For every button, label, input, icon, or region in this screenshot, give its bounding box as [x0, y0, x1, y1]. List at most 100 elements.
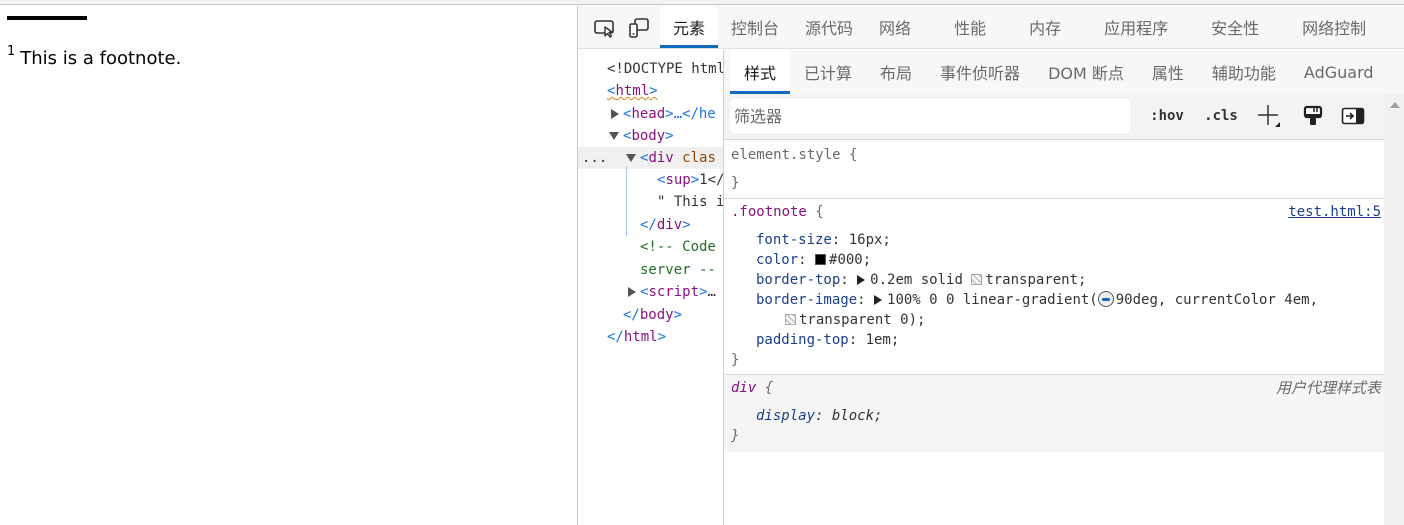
styles-filter-input[interactable]: [730, 99, 1130, 133]
prop-name: padding-top: [756, 332, 849, 348]
expand-shorthand-icon[interactable]: [857, 275, 866, 285]
color-format-button[interactable]: [1298, 102, 1328, 130]
stylesheet-source-link[interactable]: test.html:5: [1288, 204, 1381, 220]
dom-node-doctype[interactable]: <!DOCTYPE html>: [607, 58, 723, 80]
styles-toolbar: :hov .cls: [724, 94, 1384, 140]
styles-scrollbar[interactable]: [1384, 94, 1404, 525]
sidebar-tabbar: 样式 已计算 布局 事件侦听器 DOM 断点 属性 辅助功能 AdGuard: [724, 50, 1404, 94]
expand-shorthand-icon[interactable]: [874, 295, 883, 305]
plus-icon: [1258, 105, 1280, 127]
tab-label: 事件侦听器: [940, 64, 1021, 83]
tab-network-console[interactable]: 网络控制: [1289, 6, 1379, 48]
collapsed-ellipsis: …: [707, 284, 716, 300]
rule-footnote: .footnote { test.html:5 font-size: 16px;…: [724, 199, 1384, 375]
color-swatch-icon[interactable]: [815, 254, 827, 265]
css-declaration[interactable]: border-top: 0.2em solid transparent;: [756, 272, 1087, 288]
class-toggle-button[interactable]: .cls: [1198, 102, 1244, 130]
collapse-triangle-icon[interactable]: [609, 132, 619, 140]
expand-triangle-icon[interactable]: [628, 287, 636, 297]
dom-node-sup[interactable]: <sup>1</: [657, 172, 723, 188]
devtools-panel: 元素 控制台 源代码 网络 性能 内存 应用程序 安全性 网络控制 <!DOCT…: [577, 6, 1404, 525]
color-swatch-icon[interactable]: [785, 314, 796, 325]
footnote-border-rule: [7, 16, 87, 20]
rule-selector-line[interactable]: element.style {: [724, 145, 1384, 165]
subtab-event-listeners[interactable]: 事件侦听器: [926, 50, 1034, 94]
angle-picker-icon[interactable]: [1097, 291, 1114, 307]
tab-console[interactable]: 控制台: [718, 6, 792, 48]
subtab-accessibility[interactable]: 辅助功能: [1198, 50, 1290, 94]
dom-node-div-selected[interactable]: ... <div clas: [578, 147, 723, 169]
toggle-sidebar-button[interactable]: [1338, 102, 1368, 130]
text-node: " This i: [657, 194, 723, 210]
dom-node-text[interactable]: " This i: [657, 191, 723, 213]
doctype-text: <!DOCTYPE html>: [607, 61, 723, 77]
css-declaration: display: block;: [756, 408, 883, 424]
comment-text: server --: [640, 262, 716, 278]
dom-node-html[interactable]: <html>: [607, 83, 658, 99]
prop-value: 90deg, currentColor 4em,: [1115, 292, 1319, 308]
css-declaration[interactable]: color: #000;: [756, 252, 872, 268]
paint-brush-icon: [1303, 105, 1323, 125]
hover-state-button[interactable]: :hov: [1144, 102, 1190, 130]
node-actions-dots[interactable]: ...: [582, 150, 608, 166]
css-declaration[interactable]: font-size: 16px;: [756, 232, 891, 248]
tab-label: 应用程序: [1104, 19, 1169, 38]
prop-name: font-size: [756, 232, 832, 248]
css-declaration-continued: transparent 0);: [724, 310, 1384, 330]
tab-label: 辅助功能: [1211, 64, 1276, 83]
collapse-triangle-icon[interactable]: [626, 154, 636, 162]
device-emulation-button[interactable]: [622, 6, 656, 49]
selector: div: [731, 380, 757, 396]
rule-close-line: }: [724, 426, 1384, 446]
prop-value: 1em;: [865, 332, 900, 348]
tab-label: DOM 断点: [1048, 64, 1124, 83]
tab-memory[interactable]: 内存: [1016, 6, 1091, 48]
dom-node-body[interactable]: <body>: [609, 125, 674, 147]
user-agent-stylesheet-label: 用户代理样式表: [1275, 379, 1381, 397]
color-swatch-icon[interactable]: [971, 274, 983, 285]
tab-application[interactable]: 应用程序: [1091, 6, 1198, 48]
subtab-layout[interactable]: 布局: [866, 50, 926, 94]
tab-sources[interactable]: 源代码: [792, 6, 866, 48]
dom-node-body-close[interactable]: </body>: [623, 307, 683, 323]
new-style-rule-button[interactable]: [1254, 102, 1284, 130]
subtab-adguard[interactable]: AdGuard: [1290, 50, 1388, 94]
tab-label: 元素: [673, 19, 706, 38]
cls-label: .cls: [1204, 108, 1238, 124]
subtab-properties[interactable]: 属性: [1138, 50, 1198, 94]
dom-node-html-close[interactable]: </html>: [607, 329, 667, 345]
prop-value: #000;: [829, 252, 872, 268]
open-brace: {: [849, 147, 858, 163]
expand-triangle-icon[interactable]: [611, 109, 619, 119]
close-brace: }: [731, 175, 740, 191]
prop-name: border-top: [756, 272, 841, 288]
dom-node-head[interactable]: <head>…</he: [611, 103, 716, 125]
tab-label: AdGuard: [1303, 62, 1374, 82]
inspect-element-button[interactable]: [588, 6, 622, 49]
open-brace: {: [764, 380, 774, 396]
dom-node-div-close[interactable]: </div>: [640, 217, 691, 233]
prop-value: transparent;: [985, 272, 1087, 288]
footnote-content: This is a footnote.: [20, 48, 182, 69]
dom-node-comment[interactable]: <!-- Code: [640, 236, 716, 258]
scroll-up-arrow-icon[interactable]: [1390, 102, 1400, 108]
attr-name: clas: [682, 150, 716, 166]
comment-text: <!-- Code: [640, 239, 716, 255]
tab-elements[interactable]: 元素: [660, 6, 719, 48]
tab-security[interactable]: 安全性: [1198, 6, 1289, 48]
subtab-computed[interactable]: 已计算: [790, 50, 866, 94]
rule-selector-line[interactable]: .footnote { test.html:5: [724, 202, 1384, 222]
css-declaration[interactable]: padding-top: 1em;: [756, 332, 900, 348]
prop-name: color: [756, 252, 799, 268]
subtab-styles[interactable]: 样式: [730, 50, 791, 94]
tab-network[interactable]: 网络: [866, 6, 941, 48]
close-brace: }: [731, 428, 740, 444]
tab-performance[interactable]: 性能: [941, 6, 1016, 48]
css-declaration[interactable]: border-image: 100% 0 0 linear-gradient(9…: [756, 291, 1319, 308]
dom-node-script[interactable]: <script>…: [628, 281, 716, 303]
tag-name: body: [631, 128, 666, 144]
subtab-dom-breakpoints[interactable]: DOM 断点: [1034, 50, 1138, 94]
